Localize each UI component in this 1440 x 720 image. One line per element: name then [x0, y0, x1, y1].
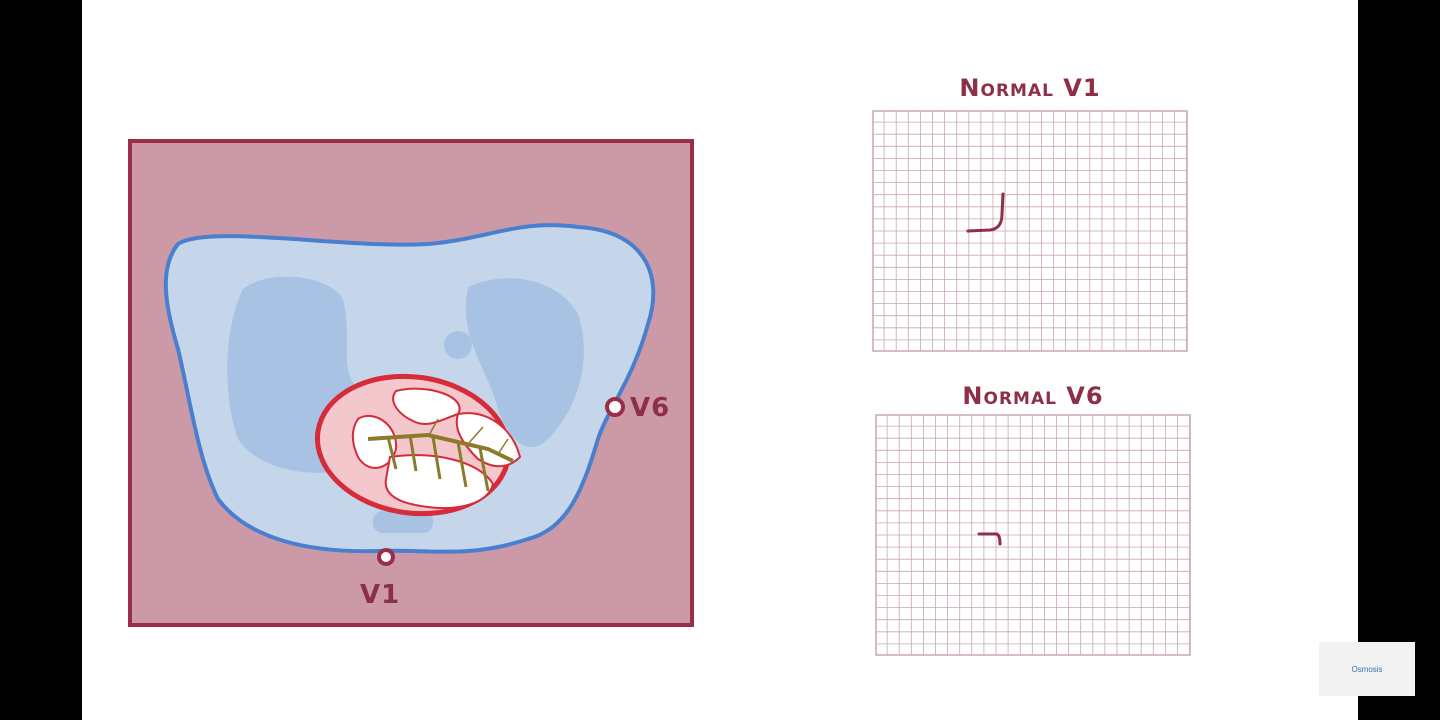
watermark-text: Osmosis — [1351, 664, 1383, 674]
spine-shadow — [373, 511, 433, 533]
heart-cross-section — [314, 373, 522, 517]
ecg-title-v6: Normal V6 — [962, 382, 1104, 410]
v6-electrode — [605, 397, 625, 417]
right-lung-shadow — [465, 278, 584, 448]
ecg-trace-v1 — [966, 192, 1005, 233]
v1-label: V1 — [360, 580, 400, 610]
ecg-panel-v6: Normal V6 — [875, 378, 1191, 658]
ecg-panel-v1: Normal V1 — [872, 72, 1188, 354]
chest-cross-section-diagram: V1 V6 — [128, 139, 694, 627]
aorta-section — [444, 331, 472, 359]
osmosis-watermark: Osmosis — [1319, 642, 1415, 696]
ecg-grid-v6 — [875, 414, 1191, 656]
chest-illustration: V1 V6 — [128, 139, 694, 627]
ecg-grid-v1 — [872, 110, 1188, 352]
v1-electrode — [377, 548, 395, 566]
v6-label: V6 — [630, 393, 670, 423]
ecg-title-v1: Normal V1 — [959, 74, 1101, 102]
ecg-trace-v6 — [977, 532, 1002, 546]
